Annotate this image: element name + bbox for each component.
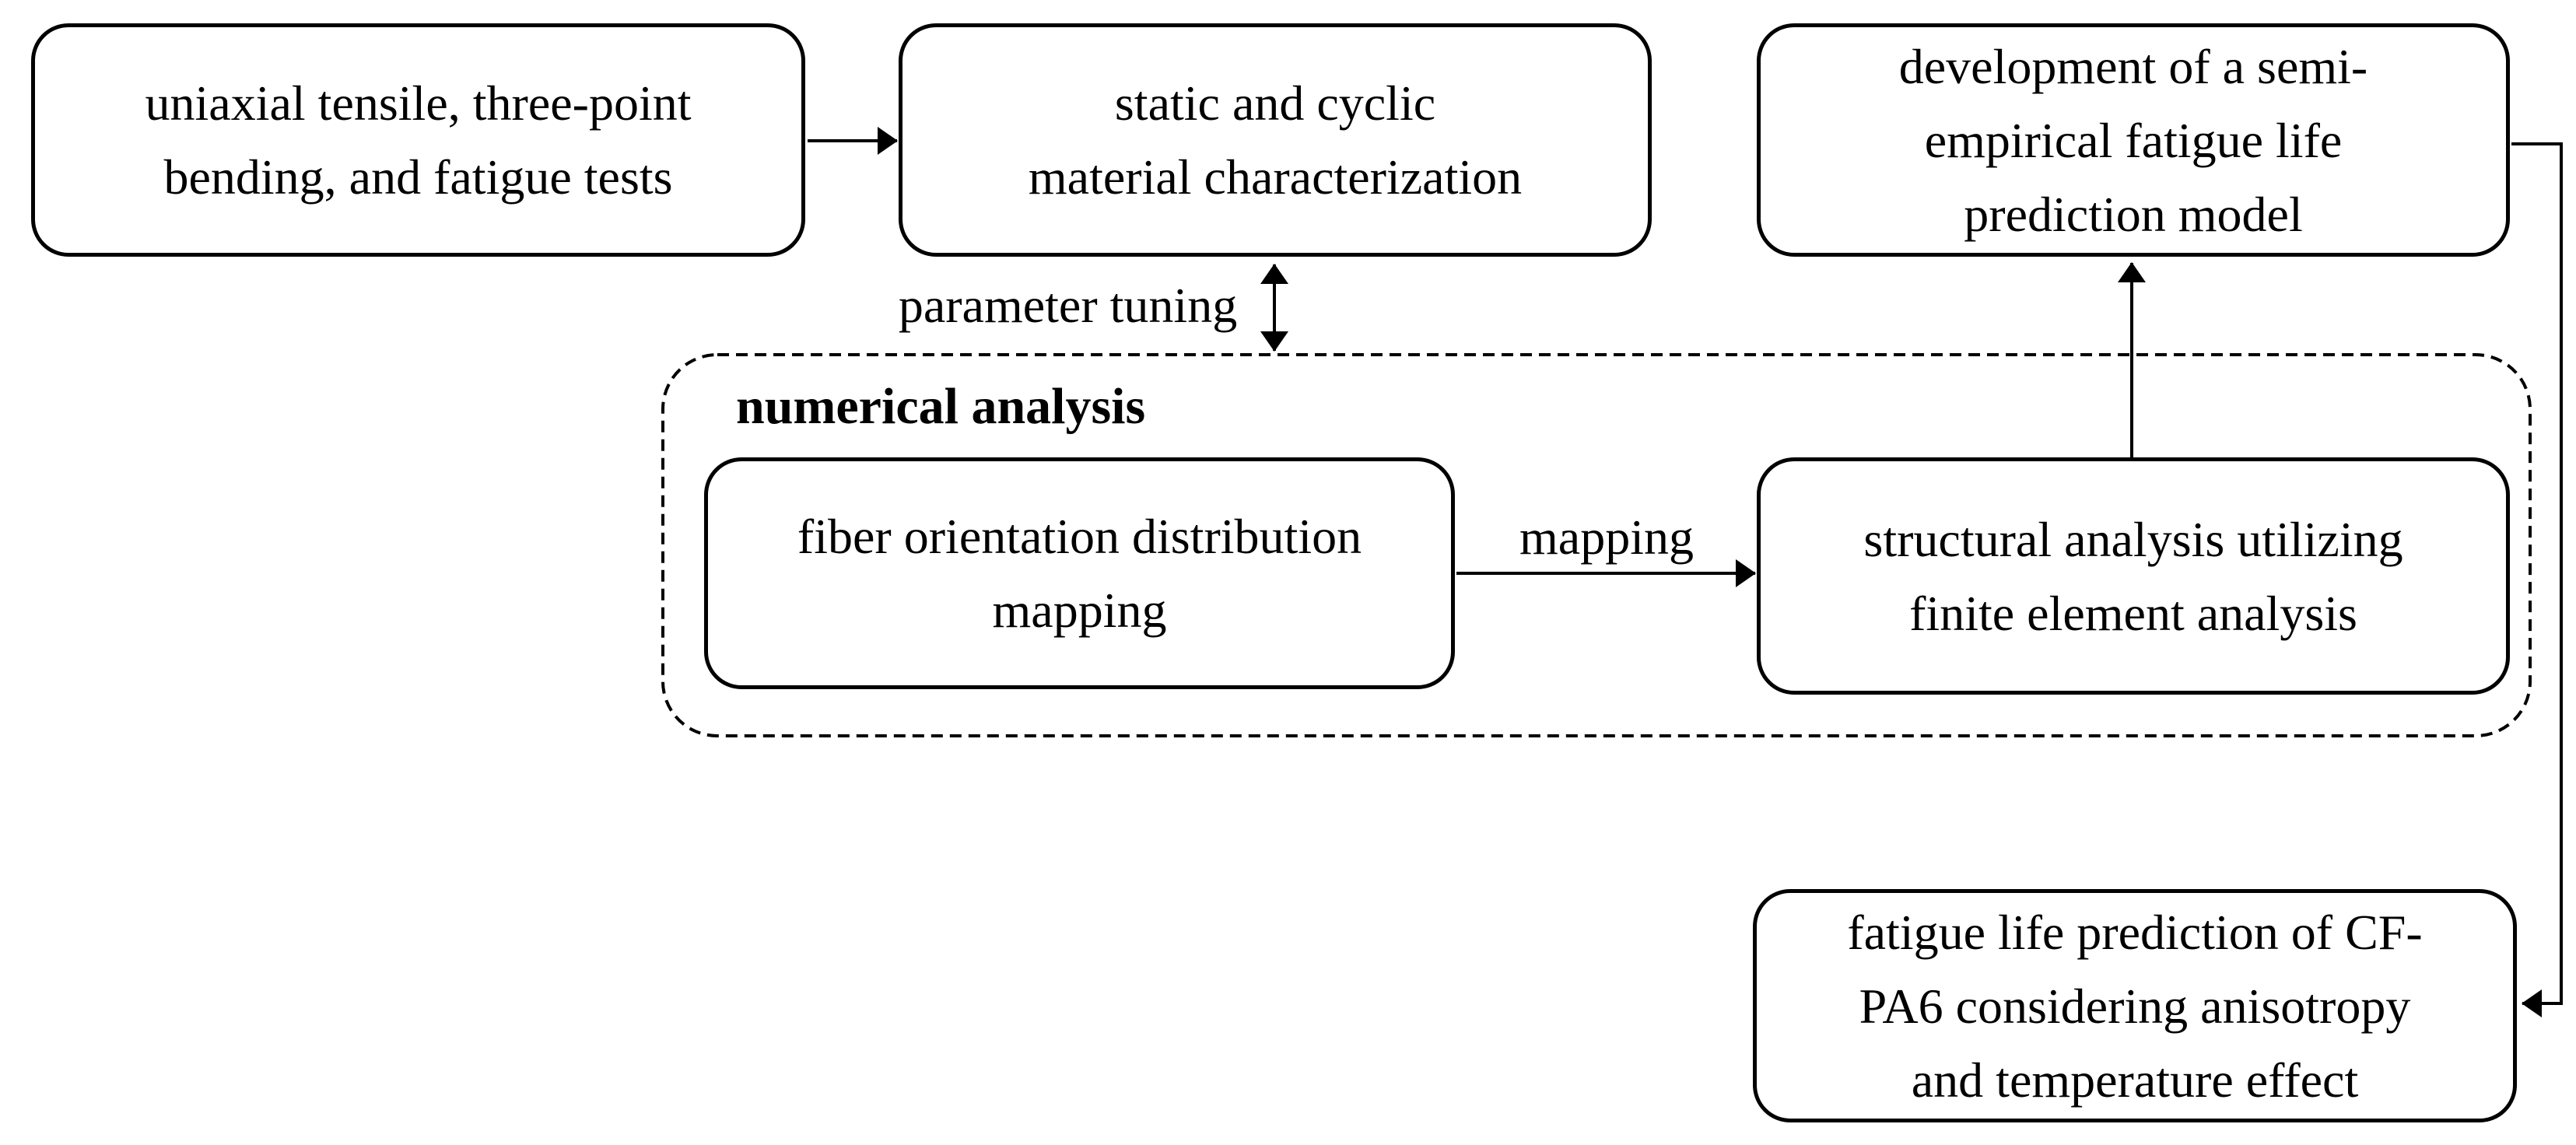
box-fatigue-life-prediction: fatigue life prediction of CF- PA6 consi…: [1753, 889, 2517, 1122]
box-fatigue-model-development: development of a semi- empirical fatigue…: [1757, 23, 2510, 257]
numerical-analysis-group-title: numerical analysis: [736, 378, 1146, 435]
box-fatigue-life-prediction-label: fatigue life prediction of CF- PA6 consi…: [1847, 904, 2423, 1108]
box-fiber-orientation-mapping-label: fiber orientation distribution mapping: [797, 509, 1362, 638]
box-material-characterization: static and cyclic material characterizat…: [899, 23, 1652, 257]
box-experimental-tests-label: uniaxial tensile, three-point bending, a…: [145, 75, 692, 205]
box-material-characterization-label: static and cyclic material characterizat…: [1028, 75, 1523, 205]
box-structural-analysis-label: structural analysis utilizing finite ele…: [1863, 511, 2403, 641]
box-experimental-tests: uniaxial tensile, three-point bending, a…: [31, 23, 805, 257]
connector-model-to-prediction: [2511, 142, 2563, 1017]
edge-label-mapping: mapping: [1519, 509, 1694, 565]
box-structural-analysis: structural analysis utilizing finite ele…: [1757, 457, 2510, 695]
box-fatigue-model-development-label: development of a semi- empirical fatigue…: [1898, 38, 2368, 242]
edge-label-parameter-tuning: parameter tuning: [898, 278, 1238, 333]
box-fiber-orientation-mapping: fiber orientation distribution mapping: [704, 457, 1455, 689]
